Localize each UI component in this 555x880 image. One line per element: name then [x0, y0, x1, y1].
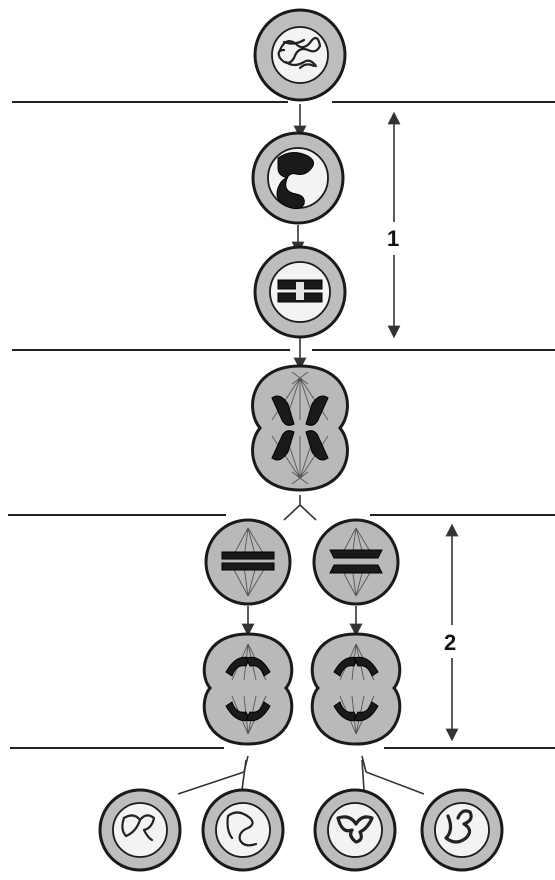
cell-anaphase-2-left — [202, 632, 294, 746]
phase-1-label: 1 — [387, 226, 399, 251]
separator-lines — [8, 101, 555, 749]
daughter-cell-1 — [98, 788, 182, 872]
split-arrow — [283, 495, 317, 521]
cell-metaphase-2-right — [312, 518, 400, 606]
daughter-cell-4 — [420, 788, 504, 872]
daughter-cell-3 — [313, 788, 397, 872]
split-arrow-left-b — [241, 759, 247, 791]
daughter-cell-2 — [201, 788, 285, 872]
cell-interphase — [253, 8, 347, 102]
cell-prophase-early — [251, 131, 345, 225]
cell-metaphase-2-left — [204, 518, 292, 606]
split-arrow-left — [177, 755, 249, 795]
split-arrow-right-b — [361, 759, 365, 791]
phase-2-label: 2 — [444, 630, 456, 655]
cell-prophase-late — [253, 245, 347, 339]
split-arrow-right — [361, 755, 425, 795]
cell-anaphase-1 — [251, 364, 349, 492]
phase-2-bracket: 2 — [444, 523, 459, 742]
cell-anaphase-2-right — [310, 632, 402, 746]
phase-1-bracket: 1 — [387, 111, 401, 339]
